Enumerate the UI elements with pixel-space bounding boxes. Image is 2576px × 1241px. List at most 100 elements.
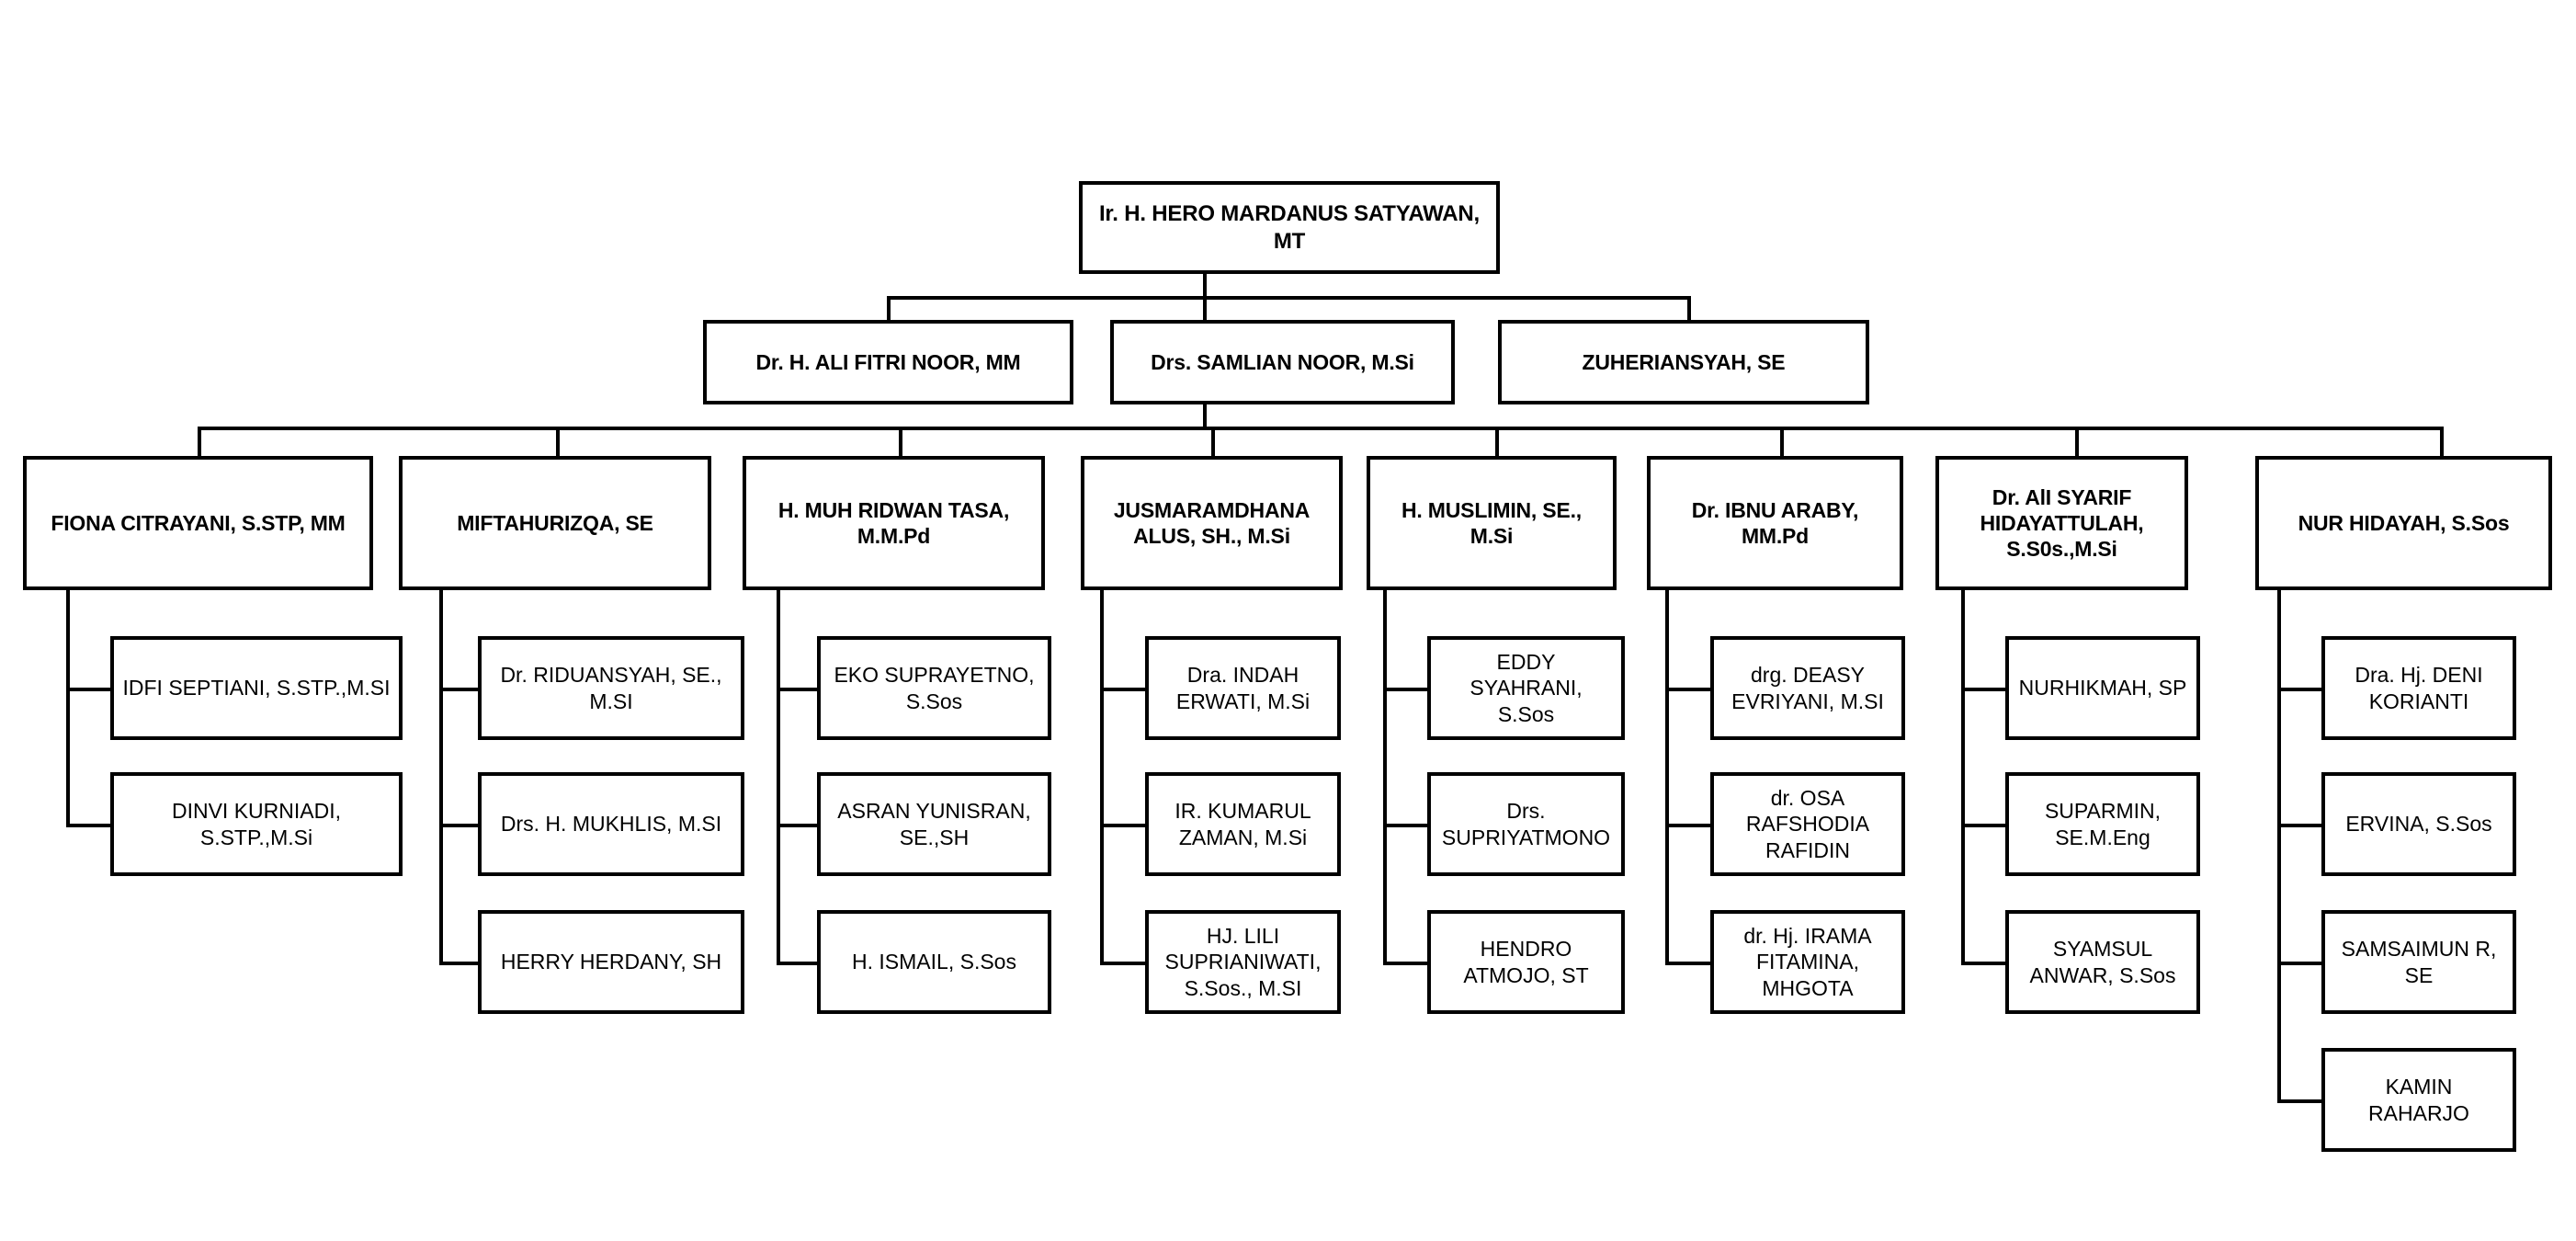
node-level3-4[interactable]: JUSMARAMDHANA ALUS, SH., M.Si: [1081, 456, 1343, 590]
connector-level3-drop-6: [1780, 427, 1784, 458]
node-label: dr. Hj. IRAMA FITAMINA, MHGOTA: [1743, 924, 1872, 1000]
connector-spine-2: [439, 588, 443, 965]
connector-spine-4: [1100, 588, 1104, 965]
node-leaf-8-3[interactable]: SAMSAIMUN R, SE: [2321, 910, 2516, 1014]
connector-level2-bus: [887, 296, 1691, 300]
node-leaf-5-2[interactable]: Drs. SUPRIYATMONO: [1427, 772, 1625, 876]
node-label: ERVINA, S.Sos: [2345, 812, 2492, 837]
connector-level2-drop-3: [1687, 296, 1691, 333]
connector-elbow-3-2: [777, 824, 817, 827]
node-label: Dr. AlI SYARIF HIDAYATTULAH, S.S0s.,M.Si: [1980, 484, 2144, 562]
node-level2-1[interactable]: Dr. H. ALI FITRI NOOR, MM: [703, 320, 1073, 404]
node-leaf-8-4[interactable]: KAMIN RAHARJO: [2321, 1048, 2516, 1152]
node-label: JUSMARAMDHANA ALUS, SH., M.Si: [1113, 497, 1311, 548]
node-leaf-7-3[interactable]: SYAMSUL ANWAR, S.Sos: [2005, 910, 2200, 1014]
connector-spine-7: [1961, 588, 1965, 965]
node-level2-3[interactable]: ZUHERIANSYAH, SE: [1498, 320, 1869, 404]
node-level1-head[interactable]: Ir. H. HERO MARDANUS SATYAWAN, MT: [1079, 181, 1500, 274]
node-leaf-6-3[interactable]: dr. Hj. IRAMA FITAMINA, MHGOTA: [1710, 910, 1905, 1014]
node-label: EKO SUPRAYETNO, S.Sos: [834, 663, 1035, 713]
connector-elbow-1-1: [66, 688, 110, 691]
node-level3-5[interactable]: H. MUSLIMIN, SE., M.Si: [1367, 456, 1617, 590]
node-leaf-2-1[interactable]: Dr. RIDUANSYAH, SE., M.SI: [478, 636, 744, 740]
connector-spine-1: [66, 588, 70, 827]
node-label: ASRAN YUNISRAN, SE.,SH: [837, 799, 1031, 849]
node-label: SAMSAIMUN R, SE: [2341, 937, 2497, 987]
node-label: Dra. INDAH ERWATI, M.Si: [1175, 663, 1311, 713]
connector-elbow-7-2: [1961, 824, 2005, 827]
connector-elbow-4-3: [1100, 962, 1145, 965]
node-leaf-3-2[interactable]: ASRAN YUNISRAN, SE.,SH: [817, 772, 1051, 876]
node-leaf-2-3[interactable]: HERRY HERDANY, SH: [478, 910, 744, 1014]
connector-elbow-8-2: [2277, 824, 2321, 827]
connector-level3-drop-1: [198, 427, 201, 458]
connector-spine-5: [1383, 588, 1387, 965]
node-label: H. MUH RIDWAN TASA, M.M.Pd: [777, 497, 1010, 548]
node-leaf-3-3[interactable]: H. ISMAIL, S.Sos: [817, 910, 1051, 1014]
node-label: Drs. H. MUKHLIS, M.SI: [500, 812, 722, 837]
connector-elbow-1-2: [66, 824, 110, 827]
node-leaf-2-2[interactable]: Drs. H. MUKHLIS, M.SI: [478, 772, 744, 876]
node-label: SUPARMIN, SE.M.Eng: [2044, 799, 2162, 849]
node-label: Dr. H. ALI FITRI NOOR, MM: [755, 349, 1021, 374]
node-label: Dra. Hj. DENI KORIANTI: [2355, 663, 2483, 713]
connector-elbow-8-1: [2277, 688, 2321, 691]
node-leaf-5-3[interactable]: HENDRO ATMOJO, ST: [1427, 910, 1625, 1014]
node-leaf-3-1[interactable]: EKO SUPRAYETNO, S.Sos: [817, 636, 1051, 740]
node-leaf-7-2[interactable]: SUPARMIN, SE.M.Eng: [2005, 772, 2200, 876]
connector-elbow-4-1: [1100, 688, 1145, 691]
node-leaf-7-1[interactable]: NURHIKMAH, SP: [2005, 636, 2200, 740]
node-leaf-8-2[interactable]: ERVINA, S.Sos: [2321, 772, 2516, 876]
connector-level3-drop-3: [899, 427, 902, 458]
node-level3-2[interactable]: MIFTAHURIZQA, SE: [399, 456, 711, 590]
node-leaf-1-1[interactable]: IDFI SEPTIANI, S.STP.,M.SI: [110, 636, 403, 740]
node-label: H. MUSLIMIN, SE., M.Si: [1401, 497, 1582, 548]
node-label: IDFI SEPTIANI, S.STP.,M.SI: [122, 676, 391, 700]
node-label: HERRY HERDANY, SH: [500, 950, 722, 974]
connector-elbow-2-2: [439, 824, 478, 827]
node-level3-6[interactable]: Dr. IBNU ARABY, MM.Pd: [1647, 456, 1903, 590]
node-label: EDDY SYAHRANI, S.Sos: [1470, 650, 1583, 726]
node-level3-3[interactable]: H. MUH RIDWAN TASA, M.M.Pd: [743, 456, 1045, 590]
node-label: SYAMSUL ANWAR, S.Sos: [2029, 937, 2176, 987]
connector-level3-stem: [1203, 404, 1207, 430]
node-label: dr. OSA RAFSHODIA RAFIDIN: [1745, 786, 1870, 862]
connector-spine-8: [2277, 588, 2281, 1103]
node-label: KAMIN RAHARJO: [2368, 1075, 2469, 1125]
node-leaf-5-1[interactable]: EDDY SYAHRANI, S.Sos: [1427, 636, 1625, 740]
node-leaf-1-2[interactable]: DINVI KURNIADI, S.STP.,M.Si: [110, 772, 403, 876]
node-label: IR. KUMARUL ZAMAN, M.Si: [1175, 799, 1311, 849]
connector-level3-drop-5: [1495, 427, 1499, 458]
connector-level3-drop-2: [556, 427, 560, 458]
connector-elbow-6-2: [1665, 824, 1710, 827]
node-label: DINVI KURNIADI, S.STP.,M.Si: [171, 799, 342, 849]
node-leaf-4-2[interactable]: IR. KUMARUL ZAMAN, M.Si: [1145, 772, 1341, 876]
connector-level3-drop-4: [1211, 427, 1215, 458]
node-label: ZUHERIANSYAH, SE: [1582, 349, 1786, 374]
node-level3-8[interactable]: NUR HIDAYAH, S.Sos: [2255, 456, 2552, 590]
connector-elbow-2-1: [439, 688, 478, 691]
connector-elbow-4-2: [1100, 824, 1145, 827]
node-leaf-6-1[interactable]: drg. DEASY EVRIYANI, M.SI: [1710, 636, 1905, 740]
node-label: HENDRO ATMOJO, ST: [1463, 937, 1589, 987]
node-level2-2[interactable]: Drs. SAMLIAN NOOR, M.Si: [1110, 320, 1455, 404]
node-leaf-4-3[interactable]: HJ. LILI SUPRIANIWATI, S.Sos., M.SI: [1145, 910, 1341, 1014]
connector-elbow-6-3: [1665, 962, 1710, 965]
node-level3-1[interactable]: FIONA CITRAYANI, S.STP, MM: [23, 456, 373, 590]
node-label: Dr. RIDUANSYAH, SE., M.SI: [500, 663, 722, 713]
node-label: Drs. SUPRIYATMONO: [1441, 799, 1611, 849]
connector-elbow-5-3: [1383, 962, 1427, 965]
node-label: HJ. LILI SUPRIANIWATI, S.Sos., M.SI: [1164, 924, 1322, 1000]
connector-elbow-7-3: [1961, 962, 2005, 965]
node-level3-7[interactable]: Dr. AlI SYARIF HIDAYATTULAH, S.S0s.,M.Si: [1935, 456, 2188, 590]
connector-level3-bus: [198, 427, 2442, 430]
connector-elbow-8-4: [2277, 1099, 2321, 1103]
node-label: FIONA CITRAYANI, S.STP, MM: [51, 510, 346, 535]
node-leaf-6-2[interactable]: dr. OSA RAFSHODIA RAFIDIN: [1710, 772, 1905, 876]
node-label: Drs. SAMLIAN NOOR, M.Si: [1151, 349, 1414, 374]
node-label: NUR HIDAYAH, S.Sos: [2298, 510, 2510, 535]
node-leaf-4-1[interactable]: Dra. INDAH ERWATI, M.Si: [1145, 636, 1341, 740]
node-leaf-8-1[interactable]: Dra. Hj. DENI KORIANTI: [2321, 636, 2516, 740]
connector-level3-drop-7: [2075, 427, 2079, 458]
connector-elbow-3-1: [777, 688, 817, 691]
